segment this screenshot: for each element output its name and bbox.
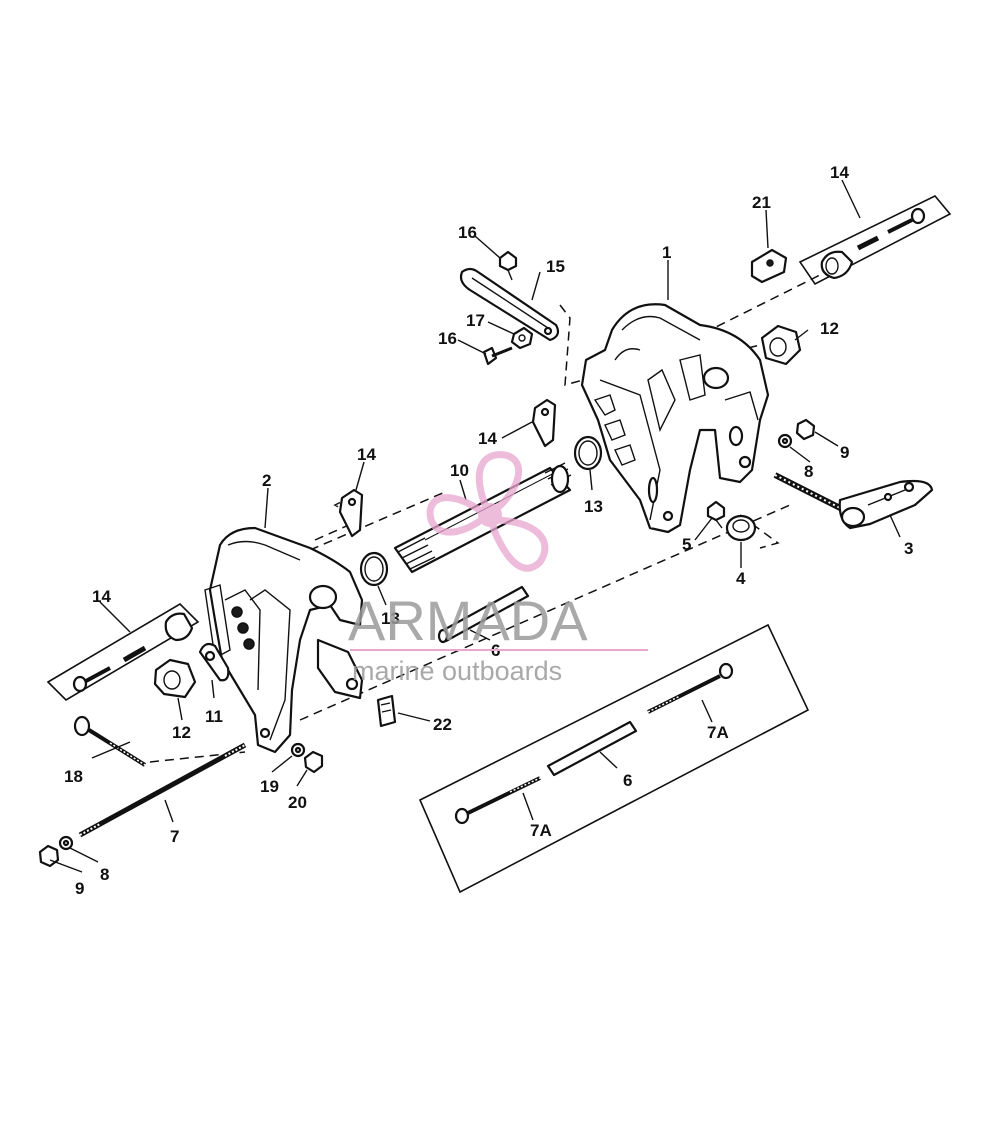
anode-21 — [750, 248, 788, 284]
callout-22: 22 — [433, 715, 452, 734]
callout-21: 21 — [752, 193, 771, 212]
nut-20 — [303, 750, 324, 774]
callout-7a-right: 7A — [707, 723, 729, 742]
o-rings — [359, 435, 603, 587]
left-clamp-bracket — [204, 526, 364, 754]
screw-16-upper — [498, 250, 518, 281]
callout-7: 7 — [170, 827, 179, 846]
right-clamp-bracket — [580, 303, 770, 534]
callout-5: 5 — [682, 535, 691, 554]
cam-right — [531, 398, 557, 448]
spacer-17 — [510, 326, 534, 350]
watermark-brand: ARMADA — [348, 589, 588, 652]
screw-16-lower — [482, 346, 513, 366]
callout-3: 3 — [904, 539, 913, 558]
callout-11: 11 — [205, 707, 223, 726]
callout-14-cam-left: 14 — [357, 445, 376, 464]
callout-17: 17 — [466, 311, 485, 330]
pad-screw — [706, 500, 726, 529]
callout-9-right: 9 — [840, 443, 849, 462]
callout-16-lower: 16 — [438, 329, 457, 348]
cam-left — [338, 488, 364, 538]
callout-20: 20 — [288, 793, 307, 812]
kit-box-lower — [418, 623, 810, 894]
callout-13-left: 13 — [381, 609, 400, 628]
clamp-screw — [773, 472, 934, 530]
callout-12-right: 12 — [820, 319, 839, 338]
callout-9-left: 9 — [75, 879, 84, 898]
washer-8-right — [777, 433, 793, 449]
callout-16-upper: 16 — [458, 223, 477, 242]
callout-2: 2 — [262, 471, 271, 490]
callout-7a-left: 7A — [530, 821, 552, 840]
swivel-pad — [725, 514, 757, 542]
callout-8-left: 8 — [100, 865, 109, 884]
nut-9-right — [795, 418, 816, 441]
plate-22 — [376, 694, 397, 728]
nut-12-left — [153, 658, 197, 699]
callout-6-lower: 6 — [623, 771, 632, 790]
washer-8-left — [58, 835, 74, 851]
tilt-tube-upper — [437, 585, 530, 644]
callout-labels: 1 2 3 4 5 6 6 7 7A 7A 8 8 9 9 10 11 12 1… — [64, 163, 913, 898]
propeller-logo-icon — [426, 451, 549, 572]
callout-19: 19 — [260, 777, 279, 796]
leader-lines — [49, 179, 901, 873]
callout-14-cam-right: 14 — [478, 429, 497, 448]
armada-watermark: ARMADA marine outboards — [348, 451, 648, 686]
callout-12-left: 12 — [172, 723, 191, 742]
kit-box-upper — [798, 195, 952, 286]
callout-1: 1 — [662, 243, 671, 262]
washer-19 — [290, 742, 306, 758]
callout-14-upper: 14 — [830, 163, 849, 182]
watermark-tagline: marine outboards — [352, 656, 562, 686]
callout-13-right: 13 — [584, 497, 603, 516]
callout-18: 18 — [64, 767, 83, 786]
nut-12-right — [760, 324, 802, 366]
nut-9-left — [38, 844, 60, 868]
plate-11 — [198, 642, 230, 682]
callout-4: 4 — [736, 569, 746, 588]
callout-8-right: 8 — [804, 462, 813, 481]
callout-15: 15 — [546, 257, 565, 276]
callout-10: 10 — [450, 461, 469, 480]
callout-14-left: 14 — [92, 587, 111, 606]
bolt-18 — [73, 715, 147, 767]
kit-box-left — [46, 602, 200, 702]
link-plate — [459, 267, 560, 342]
rod-7 — [78, 742, 247, 838]
